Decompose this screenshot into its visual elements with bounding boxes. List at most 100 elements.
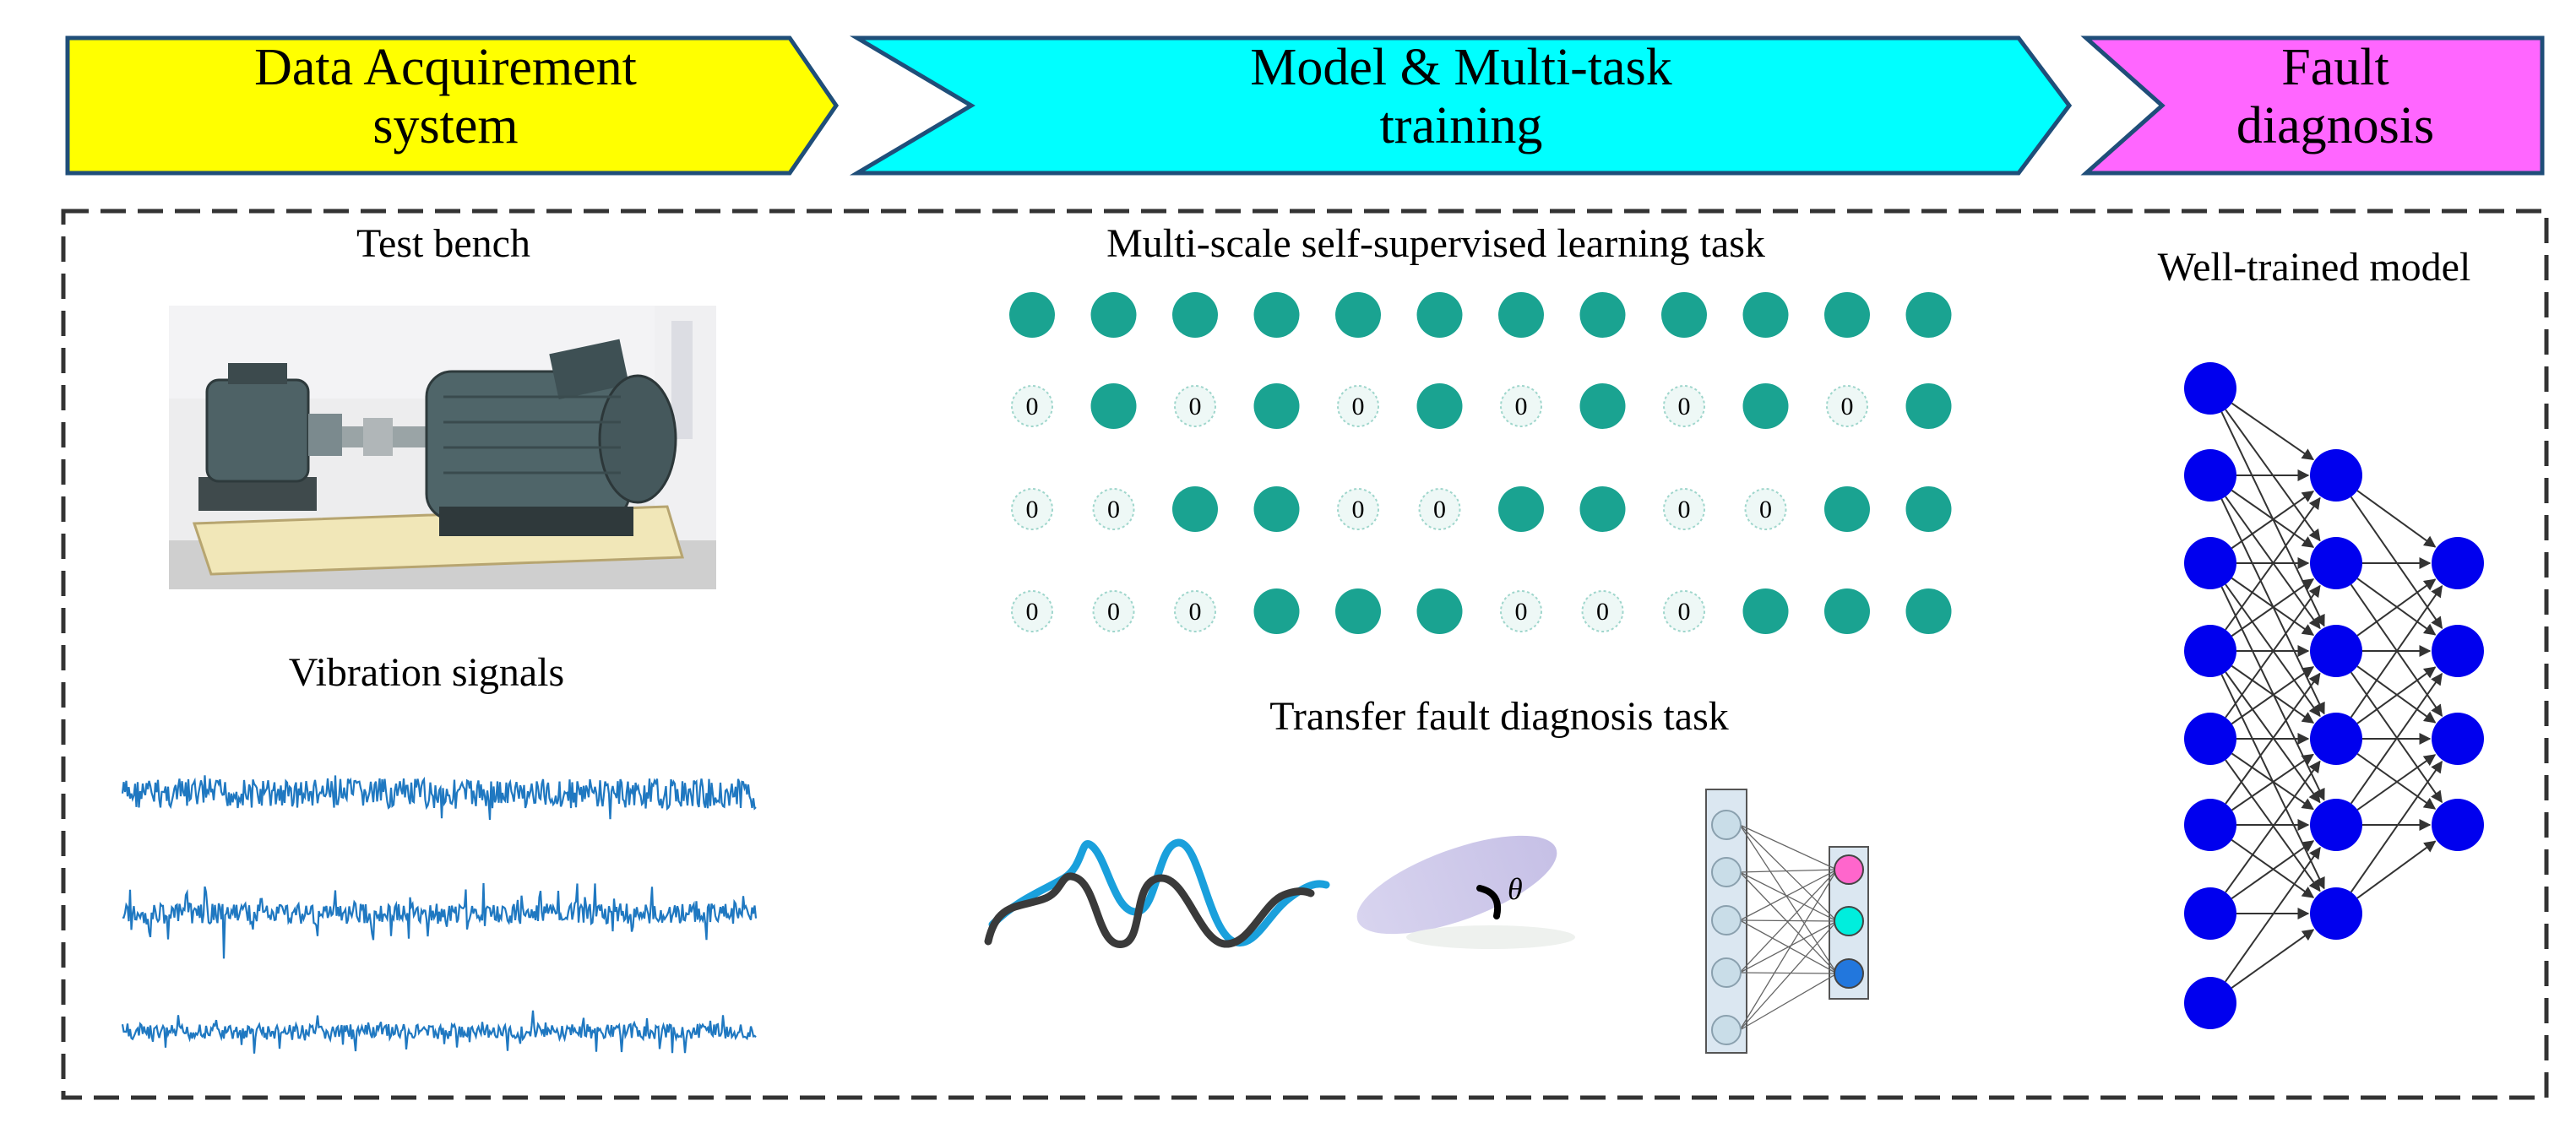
network-node: [2184, 625, 2236, 677]
token-circle: [1905, 383, 1952, 429]
connection-line: [1739, 824, 1838, 922]
token-circle: [1253, 486, 1300, 532]
network-edge: [2356, 666, 2437, 724]
network-edge: [2231, 578, 2315, 637]
token-circle: [1335, 588, 1381, 634]
network-edge: [2225, 760, 2321, 893]
stage-title-diagnosis: Fault diagnosis: [2145, 39, 2525, 156]
network-node: [2184, 799, 2236, 851]
theta-label: θ: [1508, 872, 1523, 906]
network-edge: [2356, 490, 2437, 548]
mask-zero: 0: [1107, 598, 1120, 626]
masked-token: [1663, 385, 1705, 427]
token-circle: [1742, 588, 1789, 634]
network-edge: [2220, 586, 2325, 801]
masked-token: [1418, 488, 1461, 530]
stage-title-training-line2: training: [1379, 97, 1543, 155]
masked-token: [1663, 488, 1705, 530]
network-edge: [2356, 578, 2437, 637]
masked-token: [1092, 488, 1135, 530]
mask-zero: 0: [1678, 393, 1691, 420]
transfer-task-label: Transfer fault diagnosis task: [1269, 694, 1729, 739]
mask-zero: 0: [1515, 598, 1528, 626]
network-edge: [2231, 402, 2315, 461]
token-circle: [1416, 588, 1463, 634]
masked-token: [1337, 488, 1379, 530]
token-circle: [1172, 486, 1218, 532]
mask-zero: 0: [1189, 393, 1202, 420]
input-node: [1711, 810, 1742, 840]
masked-token: [1092, 590, 1135, 632]
network-edge: [2231, 753, 2314, 811]
network-node: [2184, 362, 2236, 415]
stage-arrow-acquisition: [65, 35, 840, 176]
input-node: [1711, 957, 1742, 988]
mask-zero: 0: [1678, 598, 1691, 626]
network-node: [2432, 799, 2484, 851]
stage-title-acquisition: Data Acquirement system: [68, 39, 823, 156]
network-node: [2184, 887, 2236, 940]
test-bench-label: Test bench: [356, 221, 530, 266]
network-edge: [2350, 672, 2443, 805]
network-edge: [2356, 754, 2437, 811]
token-circle: [1824, 292, 1870, 338]
connection-line: [1739, 920, 1838, 1031]
connection-line: [1739, 824, 1838, 870]
ssl-task-label: Multi-scale self-supervised learning tas…: [1106, 221, 1765, 266]
network-node: [2310, 713, 2362, 765]
network-edge: [2231, 666, 2315, 725]
masked-token: [1174, 590, 1216, 632]
network-node: [2184, 449, 2236, 502]
masked-token: [1500, 385, 1542, 427]
token-circle: [1824, 588, 1870, 634]
network-node: [2432, 537, 2484, 589]
stage-arrow-diagnosis: [2080, 35, 2545, 176]
signal-trace: [121, 1010, 757, 1054]
network-edge: [2231, 929, 2315, 989]
token-circle: [1416, 292, 1463, 338]
token-circle: [1824, 486, 1870, 532]
network-node: [2432, 713, 2484, 765]
mask-zero: 0: [1515, 393, 1528, 420]
masked-token: [1663, 590, 1705, 632]
mask-zero: 0: [1596, 598, 1609, 626]
network-node: [2310, 449, 2362, 502]
connection-line: [1739, 869, 1838, 1031]
token-circle: [1416, 383, 1463, 429]
network-node: [2432, 625, 2484, 677]
content-frame: [61, 209, 2549, 1100]
stage-title-training: Model & Multi-task training: [878, 39, 2044, 156]
connection-line: [1739, 869, 1838, 973]
well-trained-network: [2184, 362, 2484, 1029]
connection-line: [1739, 869, 1838, 921]
connection-line: [1739, 973, 1838, 1031]
mask-zero: 0: [1026, 393, 1039, 420]
network-node: [2184, 537, 2236, 589]
mask-zero: 0: [1107, 496, 1120, 523]
token-circle: [1335, 292, 1381, 338]
token-circle: [1090, 383, 1137, 429]
network-node: [2310, 537, 2362, 589]
input-node: [1711, 1015, 1742, 1045]
connection-line: [1739, 871, 1838, 974]
token-circle: [1253, 588, 1300, 634]
network-edge: [2350, 584, 2443, 719]
masked-token: [1744, 488, 1787, 530]
mask-zero: 0: [1678, 496, 1691, 523]
connection-line: [1739, 824, 1838, 974]
network-edge: [2225, 672, 2321, 805]
network-edge: [2225, 496, 2321, 631]
vibration-signals-label: Vibration signals: [288, 650, 565, 695]
masked-token: [1581, 590, 1624, 632]
network-node: [2310, 799, 2362, 851]
token-circle: [1579, 383, 1626, 429]
mask-zero: 0: [1841, 393, 1854, 420]
output-node: [1834, 958, 1864, 989]
mask-zero: 0: [1352, 393, 1365, 420]
well-trained-model-label: Well-trained model: [2157, 245, 2471, 290]
token-circle: [1253, 292, 1300, 338]
mask-zero: 0: [1189, 598, 1202, 626]
mask-zero: 0: [1026, 496, 1039, 523]
network-edge: [2356, 840, 2437, 899]
